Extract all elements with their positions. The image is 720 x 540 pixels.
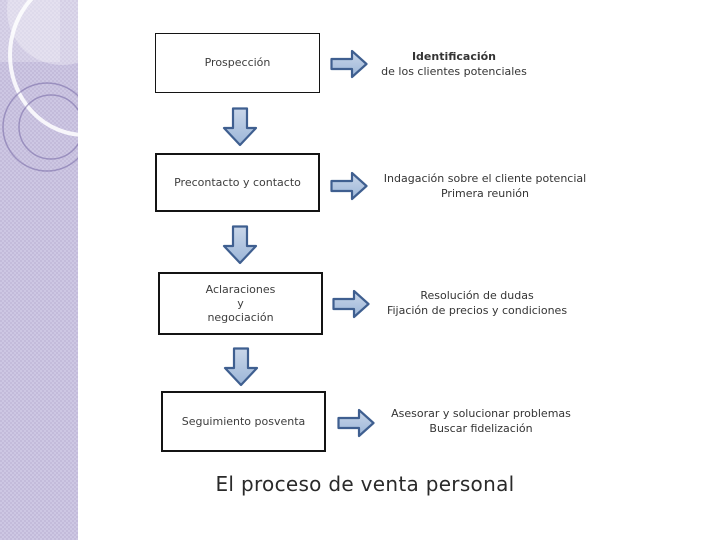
down-arrow-icon [221, 107, 259, 151]
step-box-aclaraciones: Aclaraciones y negociación [158, 272, 323, 335]
result-line-1: Identificación [411, 50, 497, 63]
step-box-prospeccion: Prospección [155, 33, 320, 93]
step-result-text: Indagación sobre el cliente potencial Pr… [365, 171, 605, 201]
right-arrow-icon [330, 48, 368, 84]
slide-title: El proceso de venta personal [215, 472, 515, 496]
step-result-text: Identificación de los clientes potencial… [334, 49, 574, 79]
result-line-1: Asesorar y solucionar problemas [391, 407, 571, 420]
right-arrow-icon [330, 170, 368, 206]
step-result-text: Resolución de dudas Fijación de precios … [357, 288, 597, 318]
result-line-2: de los clientes potenciales [381, 65, 527, 78]
result-line-2: Fijación de precios y condiciones [386, 304, 568, 317]
result-line-1: Indagación sobre el cliente potencial [383, 172, 587, 185]
result-line-2: Buscar fidelización [429, 422, 533, 435]
decorative-circles [0, 0, 78, 172]
step-box-label: Precontacto y contacto [174, 175, 301, 189]
result-line-2: Primera reunión [440, 187, 529, 200]
step-box-label: Prospección [204, 56, 271, 69]
down-arrow-icon [221, 225, 259, 269]
slide-sidebar-decoration [0, 0, 78, 540]
down-arrow-icon [222, 347, 260, 391]
right-arrow-icon [337, 407, 375, 443]
right-arrow-icon [332, 288, 370, 324]
result-line-1: Resolución de dudas [420, 289, 534, 302]
step-box-precontacto: Precontacto y contacto [155, 153, 320, 212]
step-box-label: Seguimiento posventa [181, 414, 306, 428]
step-box-label: Aclaraciones y negociación [205, 282, 276, 324]
step-box-seguimiento: Seguimiento posventa [161, 391, 326, 452]
step-result-text: Asesorar y solucionar problemas Buscar f… [361, 406, 601, 436]
